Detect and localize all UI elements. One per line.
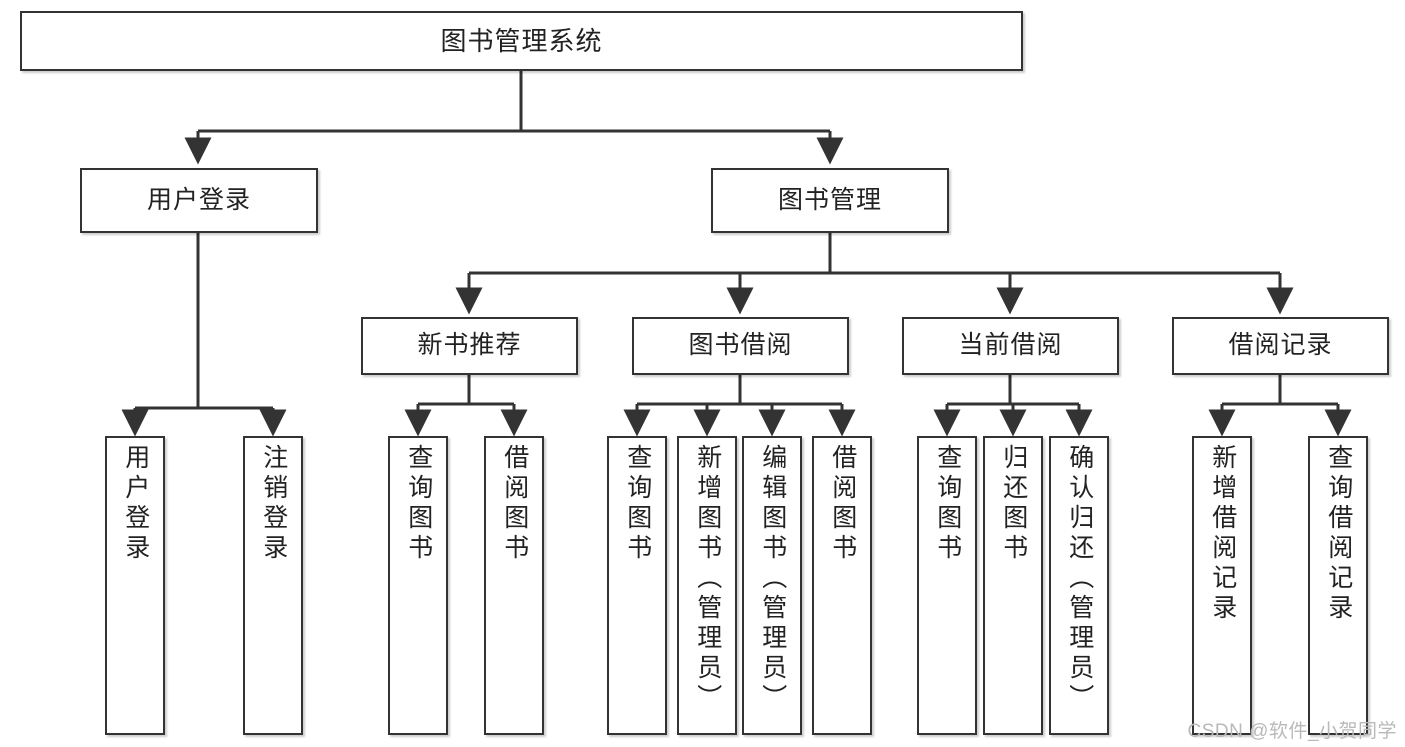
node-book-borrow[interactable]: 图书借阅 (632, 317, 849, 375)
leaf-add-borrow-record[interactable]: 新增借阅记录 (1192, 436, 1252, 735)
node-new-book-recommend-label: 新书推荐 (417, 331, 522, 360)
leaf-edit-book-label: 编辑图书（管理员） (758, 444, 787, 714)
node-book-management-label: 图书管理 (777, 185, 882, 214)
leaf-user-login-label: 用户登录 (121, 444, 150, 564)
leaf-query-borrow-record[interactable]: 查询借阅记录 (1308, 436, 1368, 735)
leaf-query-book-3[interactable]: 查询图书 (917, 436, 977, 735)
node-new-book-recommend[interactable]: 新书推荐 (361, 317, 578, 375)
node-user-login-label: 用户登录 (146, 185, 251, 214)
leaf-add-book-label: 新增图书（管理员） (693, 444, 722, 714)
leaf-return-book[interactable]: 归还图书 (983, 436, 1043, 735)
leaf-add-borrow-record-label: 新增借阅记录 (1208, 444, 1237, 624)
leaf-query-book-1-label: 查询图书 (404, 444, 433, 564)
node-user-login[interactable]: 用户登录 (80, 168, 318, 233)
leaf-confirm-return-label: 确认归还（管理员） (1065, 444, 1094, 714)
leaf-borrow-book-1[interactable]: 借阅图书 (484, 436, 544, 735)
leaf-query-book-1[interactable]: 查询图书 (388, 436, 448, 735)
node-book-borrow-label: 图书借阅 (688, 331, 793, 360)
leaf-borrow-book-2[interactable]: 借阅图书 (812, 436, 872, 735)
leaf-borrow-book-2-label: 借阅图书 (828, 444, 857, 564)
leaf-query-book-3-label: 查询图书 (933, 444, 962, 564)
leaf-query-book-2[interactable]: 查询图书 (607, 436, 667, 735)
leaf-logout-login[interactable]: 注销登录 (243, 436, 303, 735)
leaf-add-book[interactable]: 新增图书（管理员） (677, 436, 737, 735)
leaf-query-book-2-label: 查询图书 (623, 444, 652, 564)
leaf-edit-book[interactable]: 编辑图书（管理员） (742, 436, 802, 735)
leaf-logout-login-label: 注销登录 (259, 444, 288, 564)
node-current-borrow-label: 当前借阅 (958, 331, 1063, 360)
node-root-label: 图书管理系统 (440, 25, 603, 56)
node-root[interactable]: 图书管理系统 (20, 11, 1023, 71)
node-borrow-record[interactable]: 借阅记录 (1172, 317, 1389, 375)
leaf-return-book-label: 归还图书 (999, 444, 1028, 564)
leaf-user-login[interactable]: 用户登录 (105, 436, 165, 735)
node-current-borrow[interactable]: 当前借阅 (902, 317, 1119, 375)
node-borrow-record-label: 借阅记录 (1228, 331, 1333, 360)
watermark: CSDN @软件_小贺同学 (1187, 721, 1397, 742)
leaf-borrow-book-1-label: 借阅图书 (500, 444, 529, 564)
leaf-confirm-return[interactable]: 确认归还（管理员） (1049, 436, 1109, 735)
leaf-query-borrow-record-label: 查询借阅记录 (1324, 444, 1353, 624)
node-book-management[interactable]: 图书管理 (711, 168, 949, 233)
